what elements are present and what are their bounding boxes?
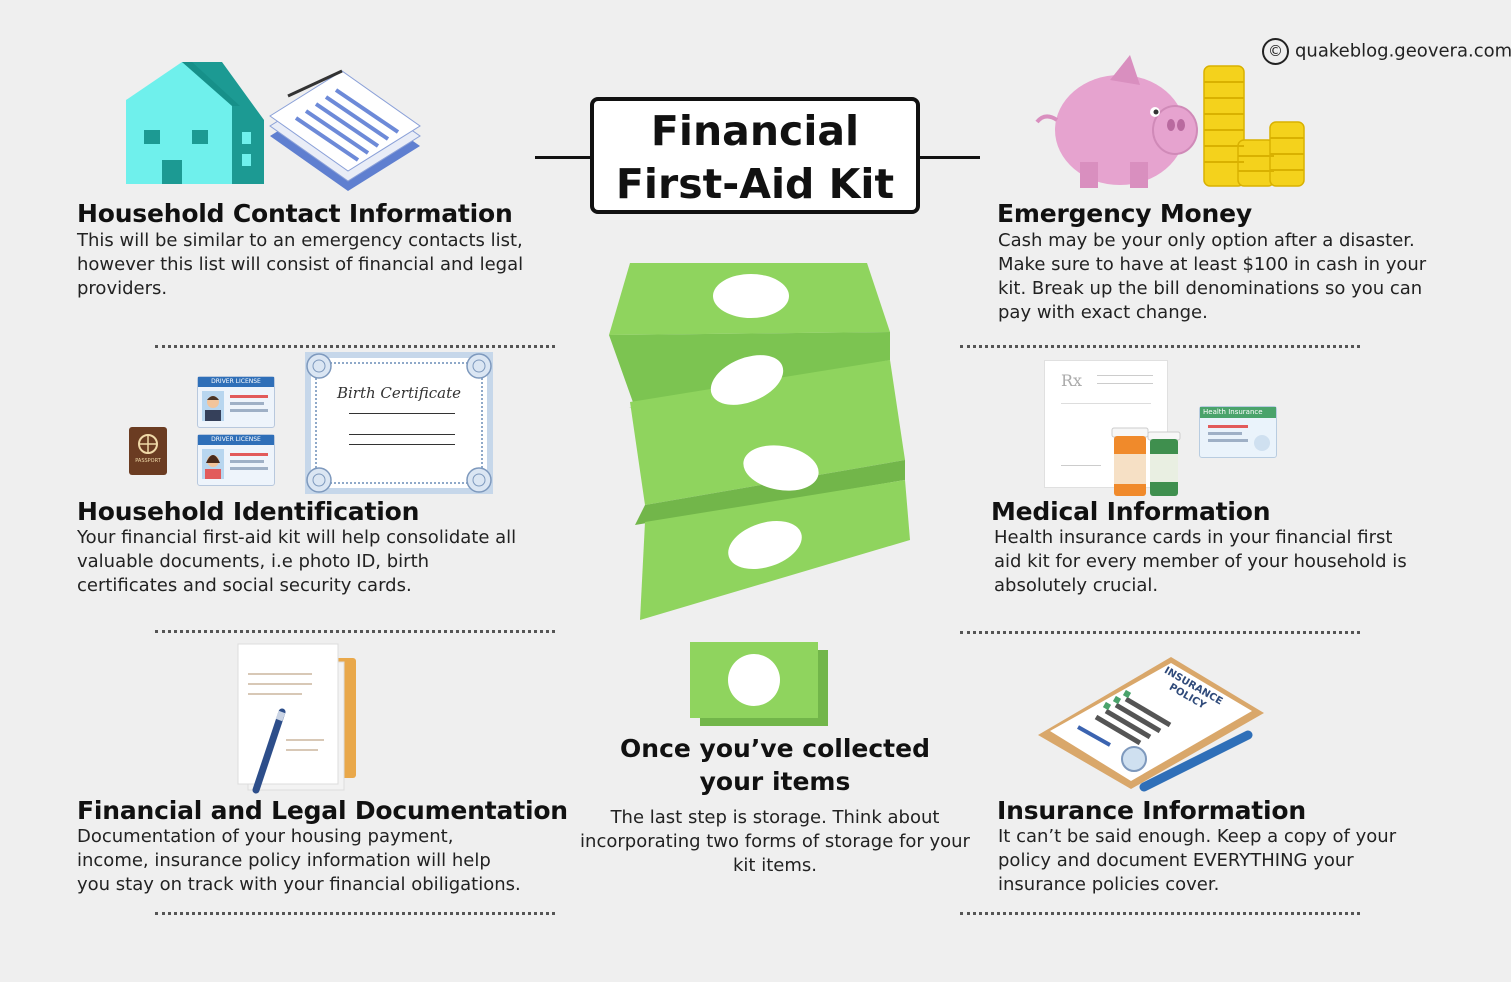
- passport-icon: [129, 427, 167, 475]
- section-title-medical: Medical Information: [991, 497, 1271, 526]
- divider-left-1: [155, 345, 555, 348]
- section-body-insurance: It can’t be said enough. Keep a copy of …: [998, 826, 1397, 895]
- driver-license-label-2: DRIVER LICENSE: [198, 435, 274, 445]
- folded-money-ribbon-icon: [609, 263, 910, 620]
- page-title-line1: Financial: [650, 107, 860, 155]
- divider-right-3: [960, 912, 1360, 915]
- health-insurance-card: Health Insurance: [1199, 406, 1277, 458]
- divider-left-2: [155, 630, 555, 633]
- person-avatar-icon: [202, 391, 224, 421]
- divider-left-3: [155, 912, 555, 915]
- birth-certificate-label: Birth Certificate: [336, 384, 462, 402]
- coin-stack-icon: [1203, 65, 1305, 187]
- driver-license-card: DRIVER LICENSE: [197, 376, 275, 428]
- passport-label: PASSPORT: [135, 458, 161, 464]
- copyright-icon: ©: [1262, 38, 1289, 65]
- divider-right-2: [960, 631, 1360, 634]
- piggy-bank-icon: [1035, 55, 1198, 188]
- page-title-line2: First-Aid Kit: [615, 160, 895, 208]
- rx-label: Rx: [1061, 371, 1083, 390]
- storage-title-line2: your items: [699, 767, 851, 796]
- legal-documents-pen-icon: [237, 643, 356, 794]
- person-avatar-icon: [202, 449, 224, 479]
- driver-license-card-2: DRIVER LICENSE: [197, 434, 275, 486]
- pill-bottles-icon: [1111, 427, 1181, 496]
- section-title-identification: Household Identification: [77, 497, 420, 526]
- storage-section: Once you’ve collected your items The las…: [575, 732, 975, 878]
- money-bill-icon: [690, 642, 828, 726]
- prescription-sheet: Rx: [1044, 360, 1168, 488]
- section-title-insurance: Insurance Information: [997, 796, 1306, 825]
- credit-text: quakeblog.geovera.com: [1295, 40, 1511, 62]
- certificate-seal-icons: [306, 353, 492, 493]
- insurance-clipboard-icon: [1038, 657, 1264, 792]
- section-title-legal: Financial and Legal Documentation: [77, 796, 568, 825]
- driver-license-label: DRIVER LICENSE: [198, 377, 274, 387]
- section-body-medical: Health insurance cards in your financial…: [994, 527, 1407, 596]
- section-body-identification: Your financial first-aid kit will help c…: [77, 527, 517, 596]
- page-title: Financial First-Aid Kit: [590, 97, 920, 214]
- document-stack-icon: [269, 69, 421, 191]
- house-icon: [126, 62, 264, 184]
- section-body-money: Cash may be your only option after a dis…: [998, 230, 1427, 323]
- section-title-contact: Household Contact Information: [77, 199, 513, 228]
- birth-certificate-doc: Birth Certificate: [305, 352, 493, 494]
- storage-title-line1: Once you’ve collected: [620, 734, 930, 763]
- divider-right-1: [960, 345, 1360, 348]
- section-body-contact: This will be similar to an emergency con…: [77, 230, 524, 299]
- section-title-money: Emergency Money: [997, 199, 1252, 228]
- section-body-legal: Documentation of your housing payment, i…: [77, 826, 521, 895]
- copyright-credit: © quakeblog.geovera.com: [1262, 38, 1511, 65]
- storage-body: The last step is storage. Think about in…: [580, 807, 970, 876]
- health-insurance-label: Health Insurance: [1200, 407, 1276, 418]
